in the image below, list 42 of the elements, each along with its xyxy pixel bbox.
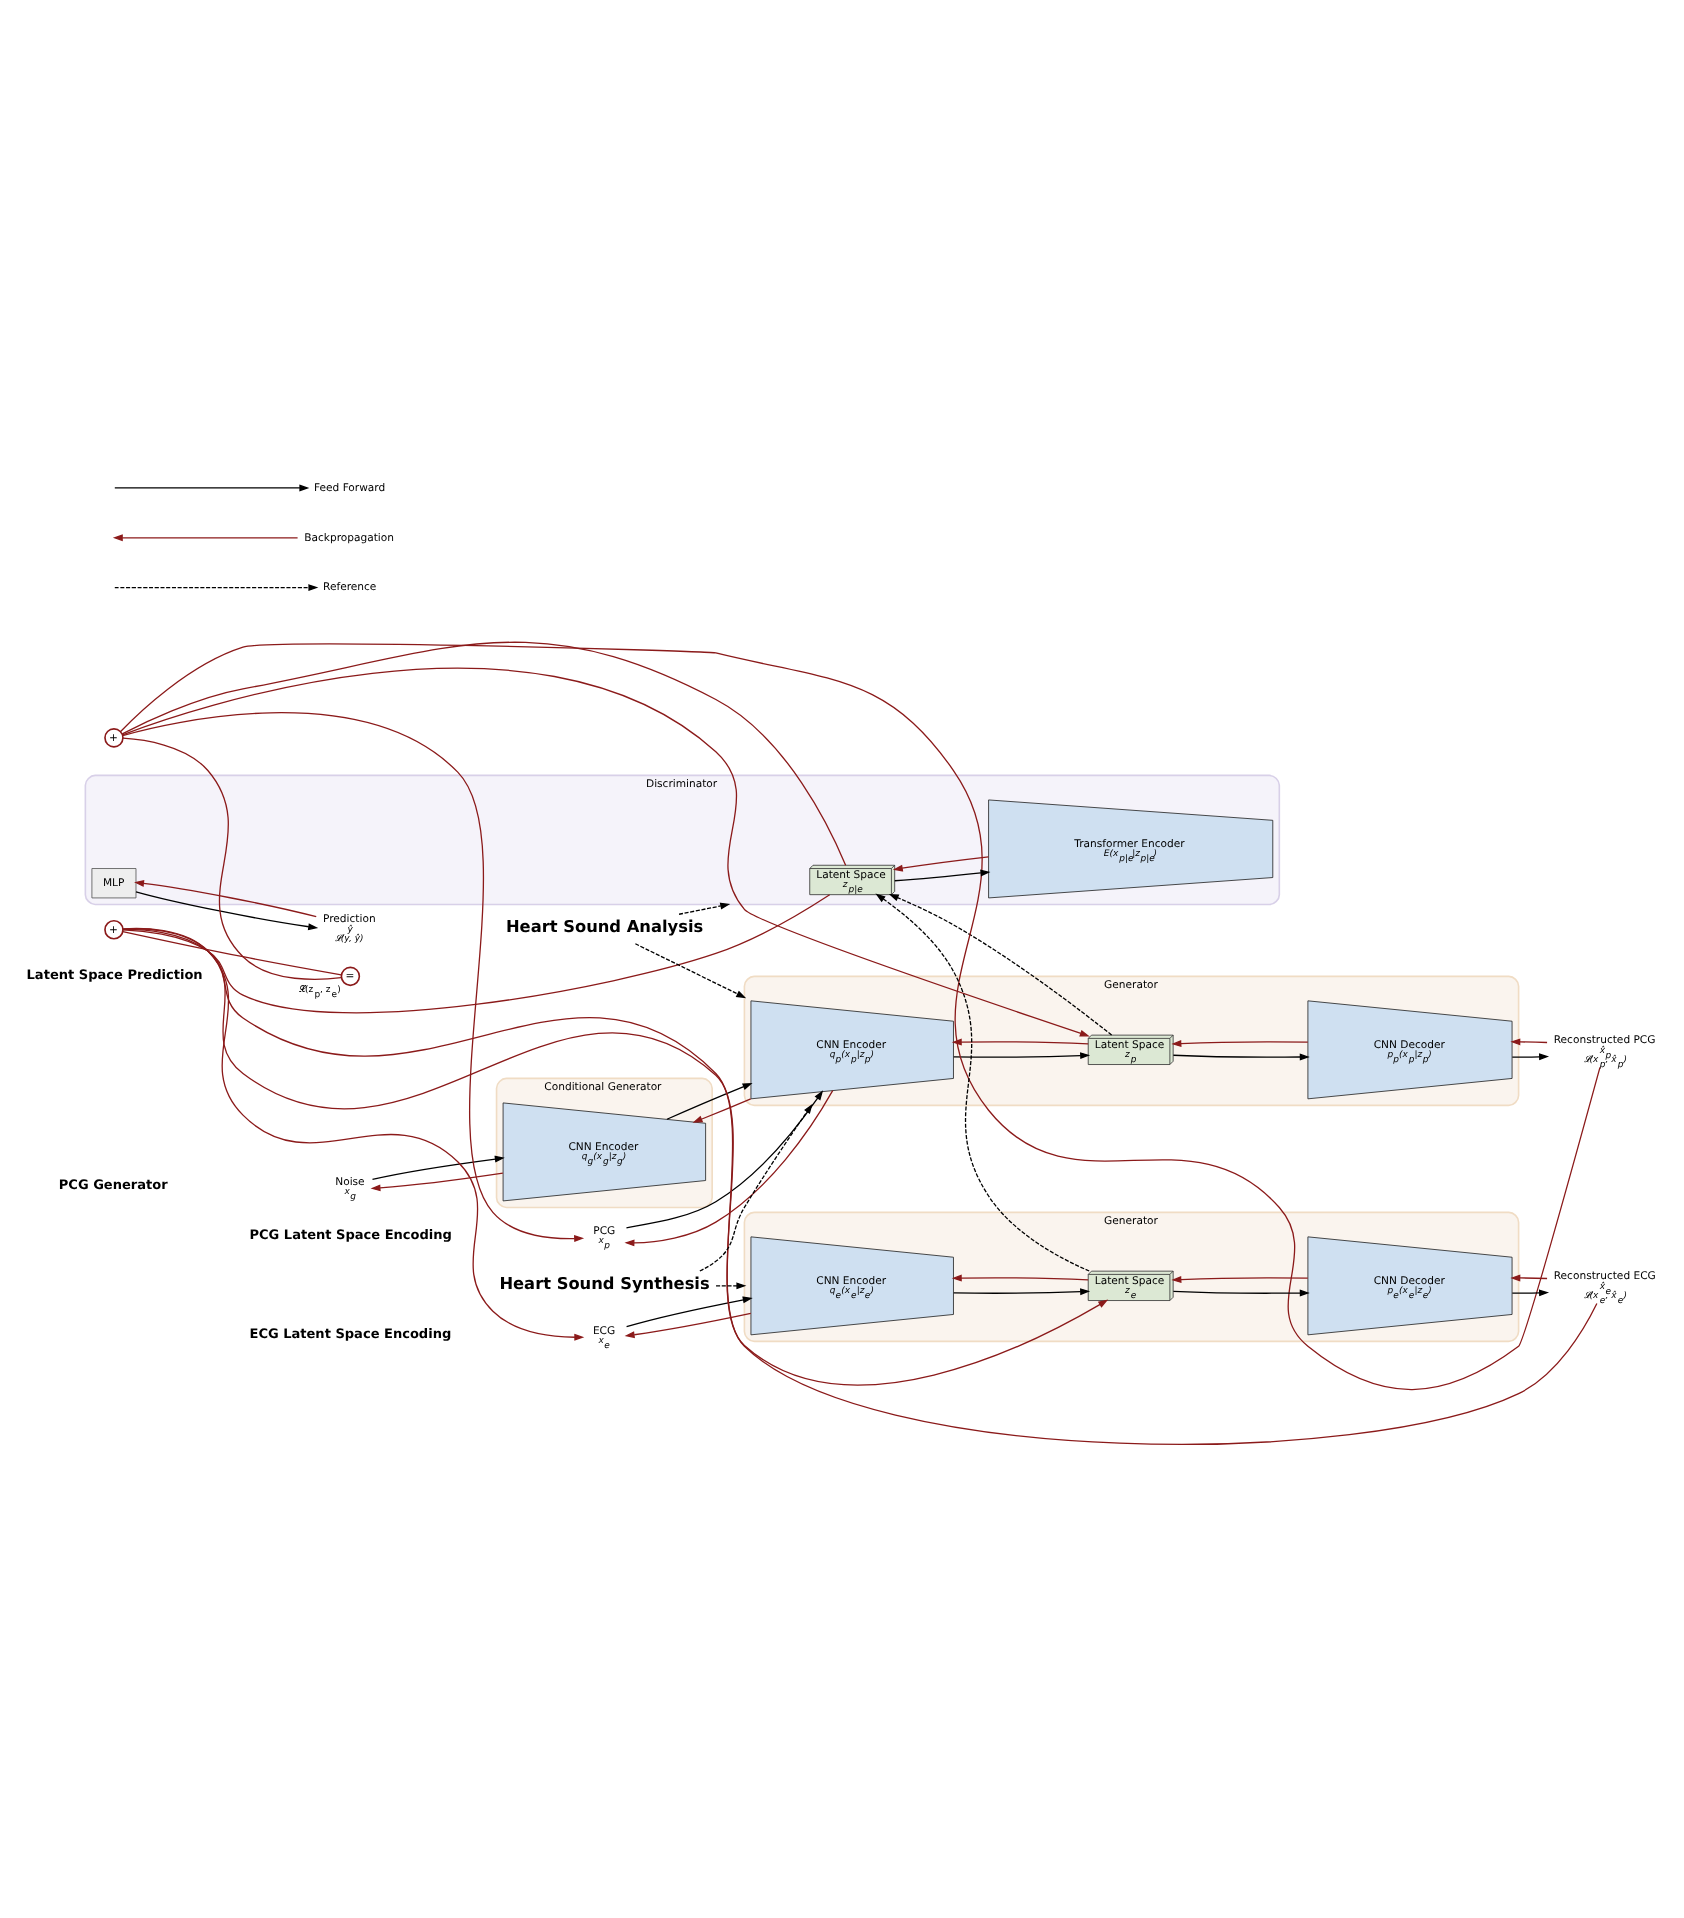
arrow [892,856,990,872]
arrow [625,1296,753,1328]
arrow [624,1090,834,1247]
arrow [951,1038,1089,1046]
node-text: Heart Sound Synthesis [499,1273,710,1294]
arrow [122,927,585,1341]
arrow [121,668,1090,1037]
connector [122,894,831,1014]
arrow [715,1282,747,1290]
connector [122,737,342,980]
arrow [1511,1053,1550,1061]
arrow [1172,1053,1310,1061]
connector [122,930,342,976]
arrow [1171,1040,1309,1048]
arrow [953,1288,1091,1296]
arrow [666,1082,753,1120]
arrow [951,1274,1089,1282]
arrow [953,1052,1091,1060]
arrow [122,712,585,1243]
arrow [678,902,731,915]
arrow [1171,1276,1309,1284]
arrow [371,1155,505,1181]
node-text: Heart Sound Analysis [505,916,704,937]
arrow [1172,1289,1310,1297]
connector [120,643,1601,1391]
arrow [370,1172,504,1192]
arrow [624,1312,752,1339]
arrow [135,891,319,931]
arrow [1510,1038,1548,1046]
arrow [625,1090,824,1229]
arrow [634,943,747,999]
arrow [1510,1274,1548,1282]
arrow [692,1098,752,1123]
connector [121,641,847,866]
connector [122,928,1598,1445]
arrow [875,893,1090,1272]
arrow [888,893,1113,1036]
arrow [1511,1289,1550,1297]
arrow [122,928,1109,1386]
arrow [894,869,991,882]
arrow [134,879,317,918]
arrow [699,1103,813,1272]
